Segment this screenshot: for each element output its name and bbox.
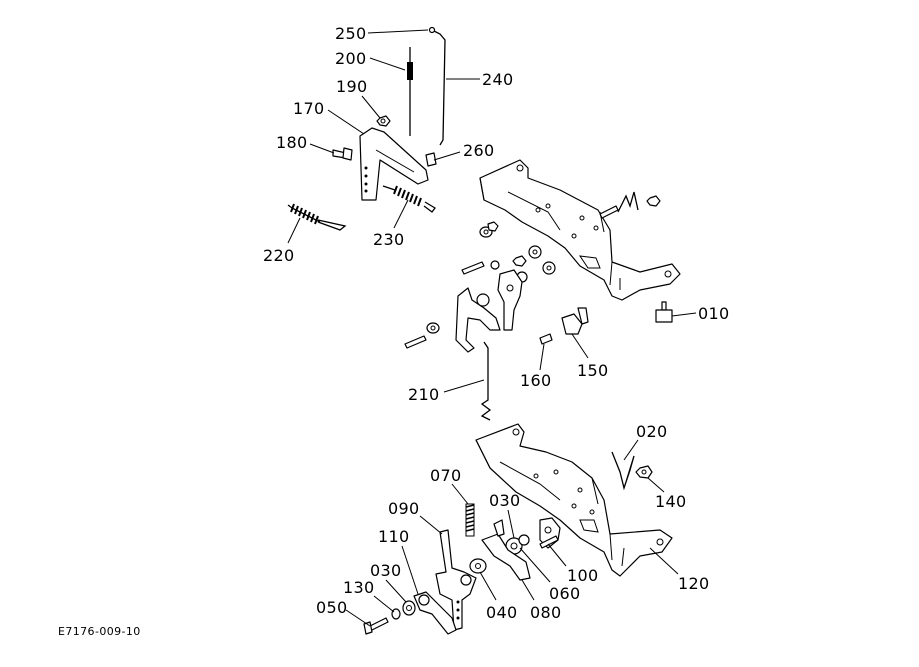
callout-140: 140 xyxy=(655,492,687,511)
callout-170: 170 xyxy=(293,99,325,118)
nut-190 xyxy=(376,115,391,127)
leader-180 xyxy=(309,143,335,154)
leader-100 xyxy=(547,543,567,567)
leader-110 xyxy=(401,545,419,595)
bracket-150 xyxy=(561,307,589,335)
leader-170 xyxy=(327,109,365,135)
callout-190: 190 xyxy=(336,77,368,96)
washer-040 xyxy=(469,558,487,574)
callout-240: 240 xyxy=(482,70,514,89)
spring-020 xyxy=(611,451,635,491)
callout-060: 060 xyxy=(549,584,581,603)
leader-210 xyxy=(443,379,485,393)
washer-upper-3 xyxy=(528,245,542,259)
leader-150 xyxy=(571,333,589,359)
callout-180: 180 xyxy=(276,133,308,152)
clip-260 xyxy=(425,152,437,167)
leader-160 xyxy=(539,343,545,371)
lever-170 xyxy=(359,127,429,201)
bolt-010 xyxy=(655,301,673,323)
callout-020: 020 xyxy=(636,422,668,441)
spring-070 xyxy=(465,503,475,537)
leader-070 xyxy=(451,483,469,505)
callout-230: 230 xyxy=(373,230,405,249)
lever-080 xyxy=(481,519,531,581)
leader-040 xyxy=(479,571,497,601)
lever-upper-left xyxy=(455,287,501,353)
washer-upper-left xyxy=(426,322,440,334)
bolt-060 xyxy=(539,535,559,549)
leader-020 xyxy=(623,439,639,461)
leader-lines xyxy=(287,29,697,627)
leader-060 xyxy=(519,547,551,583)
callout-030-left: 030 xyxy=(370,561,402,580)
leader-080 xyxy=(521,579,535,601)
leader-220 xyxy=(287,217,301,244)
callout-160: 160 xyxy=(520,371,552,390)
rod-240 xyxy=(431,29,446,146)
pin-250 xyxy=(428,26,436,34)
bolt-upper xyxy=(599,205,619,219)
leader-140 xyxy=(647,477,665,493)
callout-040: 040 xyxy=(486,603,518,622)
leader-190 xyxy=(361,95,381,119)
figure-code: E7176-009-10 xyxy=(58,625,141,638)
leader-030-right xyxy=(507,509,515,539)
leader-200 xyxy=(369,57,406,71)
leader-260 xyxy=(433,151,461,161)
leader-050 xyxy=(345,609,371,627)
callout-090: 090 xyxy=(388,499,420,518)
leader-250 xyxy=(367,29,429,34)
spring-200 xyxy=(407,62,413,80)
callout-220: 220 xyxy=(263,246,295,265)
lever-090 xyxy=(435,529,477,631)
nut-upper-5 xyxy=(512,255,527,267)
callout-120: 120 xyxy=(678,574,710,593)
callout-110: 110 xyxy=(378,527,410,546)
lever-upper-center xyxy=(497,269,523,331)
callout-250: 250 xyxy=(335,24,367,43)
callout-070: 070 xyxy=(430,466,462,485)
nut-upper-2 xyxy=(487,221,499,232)
callout-260: 260 xyxy=(463,141,495,160)
washer-030-left xyxy=(402,600,416,616)
callout-200: 200 xyxy=(335,49,367,68)
nut-140 xyxy=(635,465,653,479)
upper-bracket xyxy=(479,159,681,301)
washer-130 xyxy=(391,608,401,620)
bolt-upper-left xyxy=(461,261,485,275)
bolt-160 xyxy=(539,333,553,345)
nut-upper xyxy=(646,195,661,207)
callout-150: 150 xyxy=(577,361,609,380)
leader-120 xyxy=(649,547,679,575)
callout-050: 050 xyxy=(316,598,348,617)
bolt-180 xyxy=(332,147,353,161)
leader-030-left xyxy=(385,579,407,603)
rod-210 xyxy=(480,341,492,421)
callout-010: 010 xyxy=(698,304,730,323)
lower-bracket xyxy=(475,423,673,577)
leader-010 xyxy=(671,312,697,317)
bolt-upper-left-2 xyxy=(404,335,427,349)
callout-080: 080 xyxy=(530,603,562,622)
leader-090 xyxy=(419,515,443,535)
washer-upper-4 xyxy=(542,261,556,275)
spring-230 xyxy=(382,185,436,213)
spring-220 xyxy=(287,203,347,231)
leader-230 xyxy=(393,199,409,229)
lever-110 xyxy=(413,591,457,635)
washer-030-right-2 xyxy=(518,534,530,546)
callout-030-right: 030 xyxy=(489,491,521,510)
callout-100: 100 xyxy=(567,566,599,585)
bolt-050-head xyxy=(363,621,373,635)
callout-130: 130 xyxy=(343,578,375,597)
leader-130 xyxy=(373,595,395,613)
nut-upper-left xyxy=(490,260,500,270)
small-spring-upper xyxy=(617,191,639,213)
callout-210: 210 xyxy=(408,385,440,404)
